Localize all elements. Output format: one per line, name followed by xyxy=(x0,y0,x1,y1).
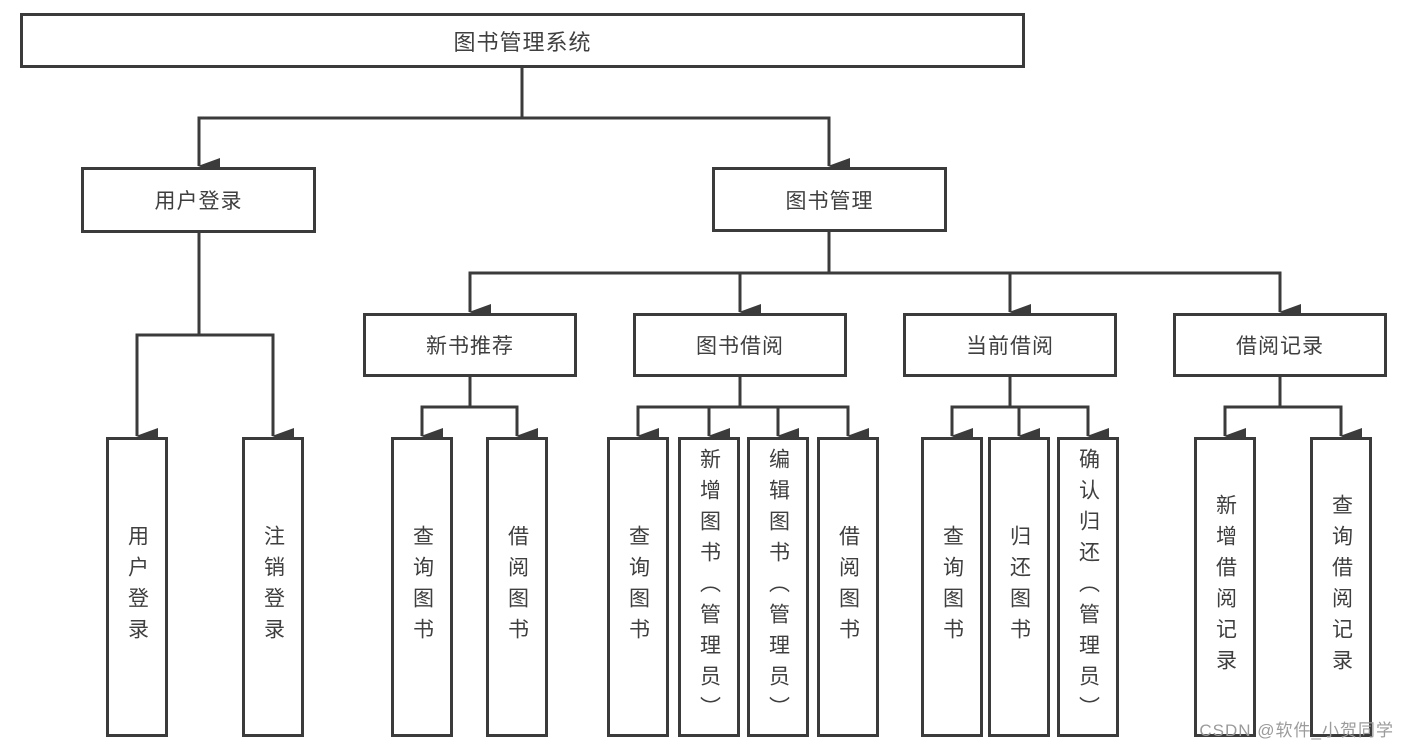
leaf-query-books-current: 查询图书 xyxy=(921,437,983,737)
connector-cb-to-leaf2 xyxy=(1010,405,1040,444)
node-book-management: 图书管理 xyxy=(712,167,947,232)
node-book-borrow: 图书借阅 xyxy=(633,313,847,377)
connector-ul-to-leaf2 xyxy=(199,333,294,444)
connector-bm-to-new-book xyxy=(468,232,831,320)
leaf-logout-login: 注销登录 xyxy=(242,437,304,737)
leaf-add-borrow-record: 新增借阅记录 xyxy=(1194,437,1256,737)
node-new-book-recommend: 新书推荐 xyxy=(363,313,577,377)
connector-cb-to-leaf3 xyxy=(1010,405,1109,444)
connector-root-to-user-login xyxy=(197,68,524,174)
connector-bm-to-book-borrow xyxy=(738,271,829,320)
connector-root-to-book-management xyxy=(522,116,850,174)
leaf-borrow-books-recommend: 借阅图书 xyxy=(486,437,548,737)
connector-bb-to-leaf1 xyxy=(636,377,742,444)
connector-br-to-leaf1 xyxy=(1223,377,1282,444)
node-user-login: 用户登录 xyxy=(81,167,316,233)
connector-nb-to-leaf2 xyxy=(470,405,538,444)
leaf-borrow-books: 借阅图书 xyxy=(817,437,879,737)
connector-bb-to-leaf3 xyxy=(740,405,799,444)
connector-bm-to-current-borrow xyxy=(829,271,1031,320)
leaf-confirm-return-admin: 确认归还（管理员） xyxy=(1057,437,1119,737)
csdn-watermark: CSDN @软件_小贺同学 xyxy=(1199,721,1394,740)
node-borrow-records: 借阅记录 xyxy=(1173,313,1387,377)
connector-ul-to-leaf1 xyxy=(135,233,201,444)
connector-nb-to-leaf1 xyxy=(420,377,472,444)
leaf-query-books-recommend: 查询图书 xyxy=(391,437,453,737)
leaf-user-login: 用户登录 xyxy=(106,437,168,737)
leaf-query-books-borrow: 查询图书 xyxy=(607,437,669,737)
connector-bm-to-borrow-records xyxy=(829,271,1301,320)
connector-bb-to-leaf4 xyxy=(740,405,869,444)
node-current-borrow: 当前借阅 xyxy=(903,313,1117,377)
connector-bb-to-leaf2 xyxy=(707,405,740,444)
leaf-return-book: 归还图书 xyxy=(988,437,1050,737)
node-library-management-system: 图书管理系统 xyxy=(20,13,1025,68)
connector-br-to-leaf2 xyxy=(1280,405,1362,444)
leaf-add-book-admin: 新增图书（管理员） xyxy=(678,437,740,737)
leaf-edit-book-admin: 编辑图书（管理员） xyxy=(747,437,809,737)
leaf-query-borrow-record: 查询借阅记录 xyxy=(1310,437,1372,737)
connector-cb-to-leaf1 xyxy=(950,377,1012,444)
